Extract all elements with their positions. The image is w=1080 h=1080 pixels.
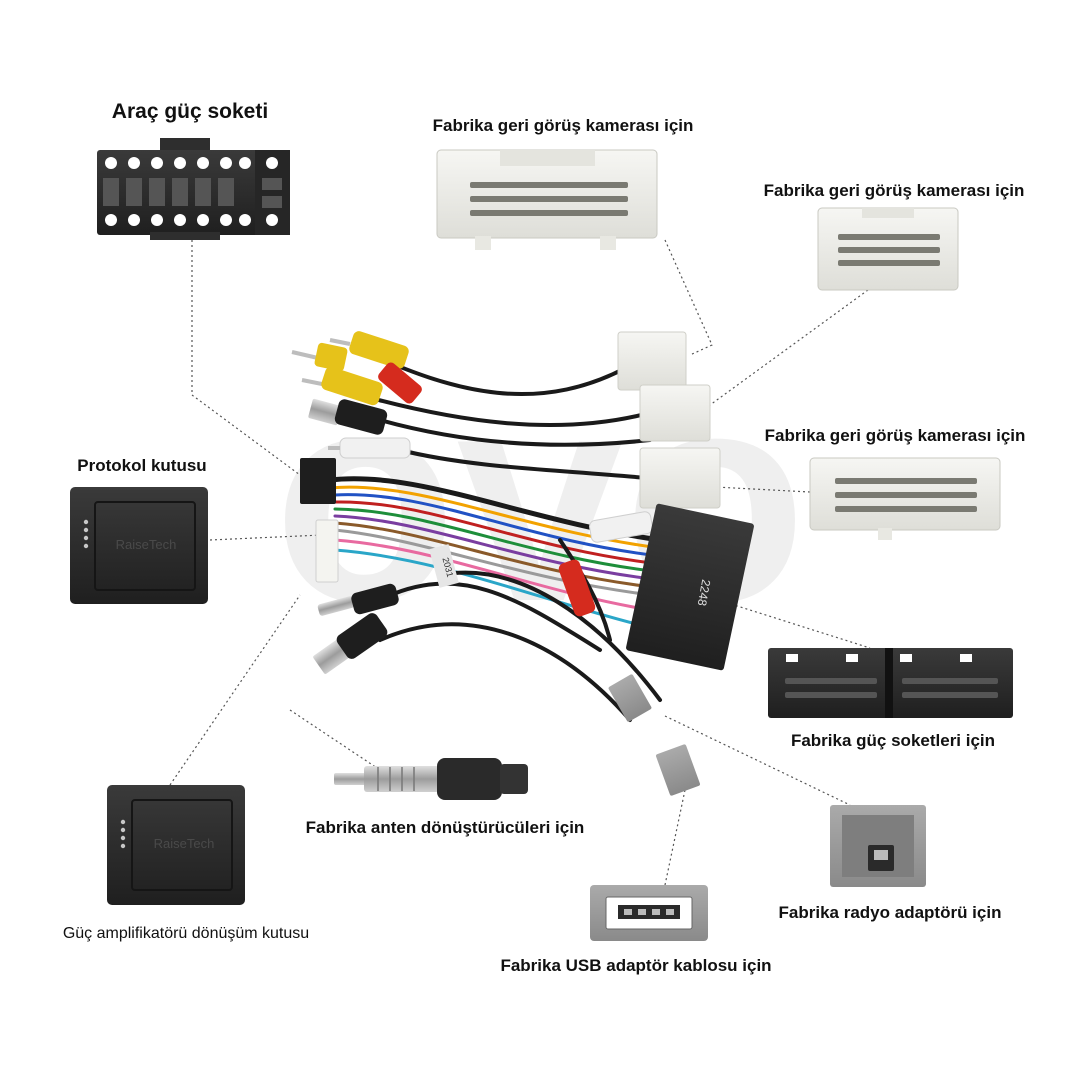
amplifier-box-leds [120,819,126,849]
label-camera-right-lower: Fabrika geri görüş kamerası için [764,426,1026,445]
power-socket-pins [785,678,998,698]
label-radio-adapter: Fabrika radyo adaptörü için [778,903,1002,922]
protocol-box-leds [83,519,89,549]
socket-holes-top [105,157,278,169]
camera-connector-top [436,149,658,250]
label-vehicle-power-socket: Araç güç soketi [111,100,269,123]
antenna-converter [334,758,528,800]
leader-camera-top [664,239,713,356]
leader-protocol [209,534,323,541]
label-camera-top: Fabrika geri görüş kamerası için [432,116,694,135]
camera-connector-right-lower [809,457,1001,540]
leader-camera-right-lower [714,486,811,493]
small-black-connector [300,458,336,504]
amplifier-box-brand: RaiseTech [154,836,215,851]
label-usb-adapter-cable: Fabrika USB adaptör kablosu için [500,956,772,975]
label-camera-right-upper: Fabrika geri görüş kamerası için [763,181,1025,200]
harness-black-block: 2248 [626,503,754,671]
protocol-box-brand: RaiseTech [116,537,177,552]
leader-vehicle-power [191,240,301,476]
camera-connector-right-upper [817,207,959,291]
harness-grey-connectors [608,674,700,796]
leader-lines [169,239,871,886]
label-protocol-box: Protokol kutusu [77,456,207,475]
label-factory-power-sockets: Fabrika güç soketleri için [790,731,996,750]
leader-amplifier [169,594,301,786]
wiring-harness: 2248 2031 [291,331,754,796]
leader-radio [664,715,851,806]
harness-tag: 2031 [429,544,459,588]
socket-holes-bottom [105,214,278,226]
harness-white-connectors [617,331,721,509]
socket-slots [103,178,282,208]
leader-usb [664,789,686,886]
camera-right-upper-pins [838,234,940,266]
usb-adapter-connector [590,885,708,941]
leader-antenna [289,709,381,771]
factory-power-sockets [768,648,1013,718]
usb-plugs [308,398,399,674]
label-antenna-converters: Fabrika anten dönüştürücüleri için [305,818,585,837]
block-code-label: 2248 [695,578,713,607]
label-amplifier-box: Güç amplifikatörü dönüşüm kutusu [62,925,310,942]
amplifier-box: RaiseTech [107,785,245,905]
protocol-box: RaiseTech [70,487,208,604]
power-socket-notches [786,654,972,662]
radio-adapter [830,805,926,887]
camera-right-lower-pins [835,478,977,512]
rca-plugs [291,331,653,617]
camera-top-pins [470,182,628,216]
white-strip-connector [315,519,339,583]
vehicle-power-socket [97,138,290,240]
